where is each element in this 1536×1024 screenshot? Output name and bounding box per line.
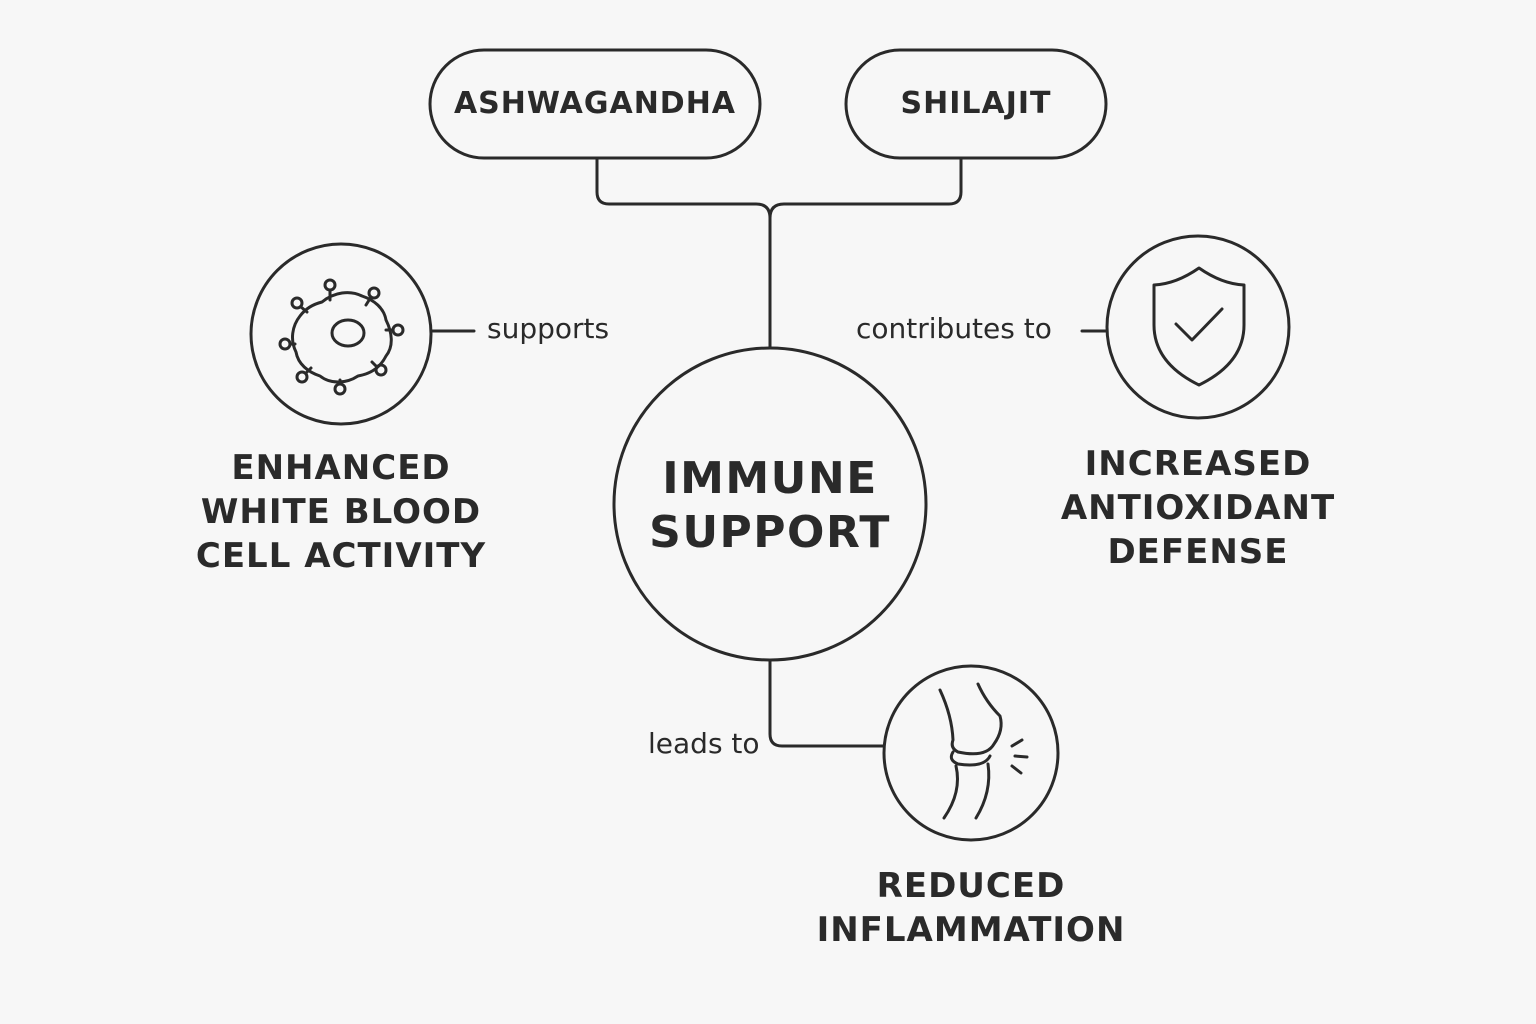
connector-leads-to (768, 658, 886, 748)
outcome-circle-inflammation (882, 664, 1060, 842)
connector-shilajit (768, 156, 963, 220)
shield-check-icon (1152, 266, 1246, 387)
outcome-label-inflammation: REDUCED INFLAMMATION (816, 866, 1126, 950)
connector-ashwagandha (595, 156, 772, 350)
pill-ashwagandha (428, 48, 762, 160)
source-label-ashwagandha: ASHWAGANDHA (453, 86, 737, 121)
edge-label-supports: supports (487, 312, 610, 345)
source-label-shilajit: SHILAJIT (900, 86, 1052, 121)
edge-label-leads-to: leads to (648, 727, 760, 760)
knee-joint-icon (938, 682, 1029, 820)
white-blood-cell-icon (278, 278, 405, 396)
pill-shilajit (844, 48, 1108, 160)
outcome-circle-antioxidant (1105, 234, 1291, 420)
outcome-label-wbc: ENHANCED WHITE BLOOD CELL ACTIVITY (195, 448, 487, 576)
outcome-label-antioxidant: INCREASED ANTIOXIDANT DEFENSE (1060, 444, 1336, 572)
outcome-circle-wbc (249, 242, 433, 426)
edge-label-contributes-to: contributes to (856, 312, 1052, 345)
center-label: IMMUNE SUPPORT (649, 453, 891, 558)
